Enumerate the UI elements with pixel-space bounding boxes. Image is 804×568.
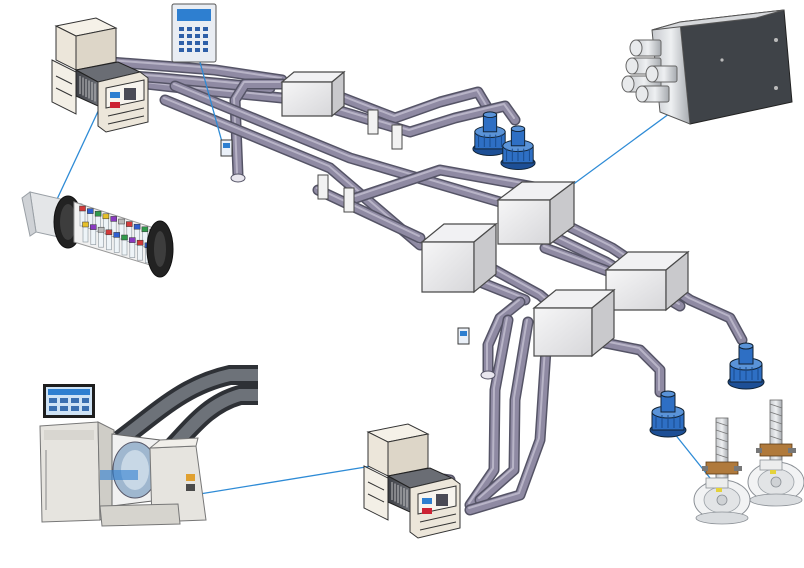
- diverter-box: [604, 250, 690, 312]
- junction-plate: [391, 124, 403, 150]
- vial-cap: [110, 216, 117, 222]
- vial-cap: [126, 221, 133, 227]
- vial-cap: [90, 224, 97, 230]
- junction-plate: [317, 174, 329, 200]
- blower: [649, 390, 687, 438]
- sample-vial: [106, 233, 112, 251]
- tube-highlight: [486, 299, 520, 371]
- junction-plates: [317, 109, 403, 213]
- tube-highlight: [543, 245, 610, 271]
- blower: [472, 111, 508, 157]
- sample-vial: [137, 243, 143, 261]
- junction-plate: [367, 109, 379, 135]
- junction-plate: [343, 187, 355, 213]
- vial-cap: [129, 237, 136, 243]
- blower-assembly-photo: [693, 399, 804, 525]
- vial-cap: [133, 223, 141, 230]
- vial-cap: [97, 226, 105, 233]
- tube-fill: [314, 186, 424, 242]
- tube-highlight: [173, 83, 500, 201]
- diverter-box: [280, 70, 346, 118]
- sample-vial: [129, 241, 136, 258]
- blower-unit: [693, 417, 751, 525]
- tube-highlight: [558, 219, 742, 339]
- vial-cap: [79, 205, 86, 212]
- tube-open-end: [230, 173, 246, 183]
- vial-cap: [121, 234, 128, 241]
- sample-carrier: [21, 191, 174, 278]
- tube-highlight: [316, 187, 420, 237]
- blowers: [472, 111, 765, 438]
- diverter-boxes: [280, 70, 690, 358]
- blower: [727, 342, 765, 390]
- callout-line-station-photo: [174, 464, 379, 499]
- sample-vial: [90, 228, 97, 245]
- vial-cap: [113, 232, 120, 238]
- tube-highlight: [468, 317, 548, 509]
- tube-highlight: [233, 81, 282, 174]
- tube-highlight: [336, 89, 490, 117]
- tube-highlight: [328, 103, 515, 131]
- tube-highlight: [478, 319, 528, 499]
- vial-cap: [87, 208, 94, 214]
- vial-cap: [94, 210, 102, 217]
- vial-cap: [118, 218, 125, 225]
- tube-fill: [476, 318, 532, 504]
- tube-fill: [541, 244, 614, 276]
- station-photo: [39, 365, 258, 527]
- vial-cap: [102, 213, 110, 220]
- sample-vial: [82, 225, 89, 243]
- tube-highlight: [598, 339, 660, 391]
- tube-fill: [466, 316, 552, 514]
- wall-switch: [457, 327, 470, 345]
- blower-unit: [747, 399, 804, 507]
- sample-vial: [113, 236, 120, 253]
- blower: [500, 125, 536, 171]
- diverter-box: [496, 180, 576, 246]
- tube-highlight: [348, 167, 540, 199]
- vial-cap: [136, 239, 144, 246]
- tube-open-end: [480, 370, 496, 380]
- vial-cap: [82, 221, 89, 228]
- tube-fill: [346, 166, 544, 204]
- vial-cap: [105, 229, 113, 236]
- callout-line-control-panel: [197, 54, 223, 143]
- tube-fill: [171, 82, 504, 206]
- sample-vial: [121, 238, 128, 256]
- tube-highlight: [108, 59, 282, 79]
- tube-fill: [106, 58, 286, 84]
- sample-vials: [79, 205, 159, 266]
- multi-port-diverter-photo: [621, 9, 793, 125]
- vial-cap: [141, 226, 149, 233]
- sending-receiving-station: [51, 17, 149, 133]
- wall-switch: [220, 139, 233, 157]
- diverter-box: [532, 288, 616, 358]
- tube-fill: [466, 316, 512, 509]
- tube-highlight: [468, 317, 508, 504]
- stations: [51, 17, 461, 539]
- sending-receiving-station: [363, 423, 461, 539]
- diverter-box: [420, 222, 498, 294]
- control-panel: [171, 3, 217, 63]
- sample-vial: [98, 230, 104, 248]
